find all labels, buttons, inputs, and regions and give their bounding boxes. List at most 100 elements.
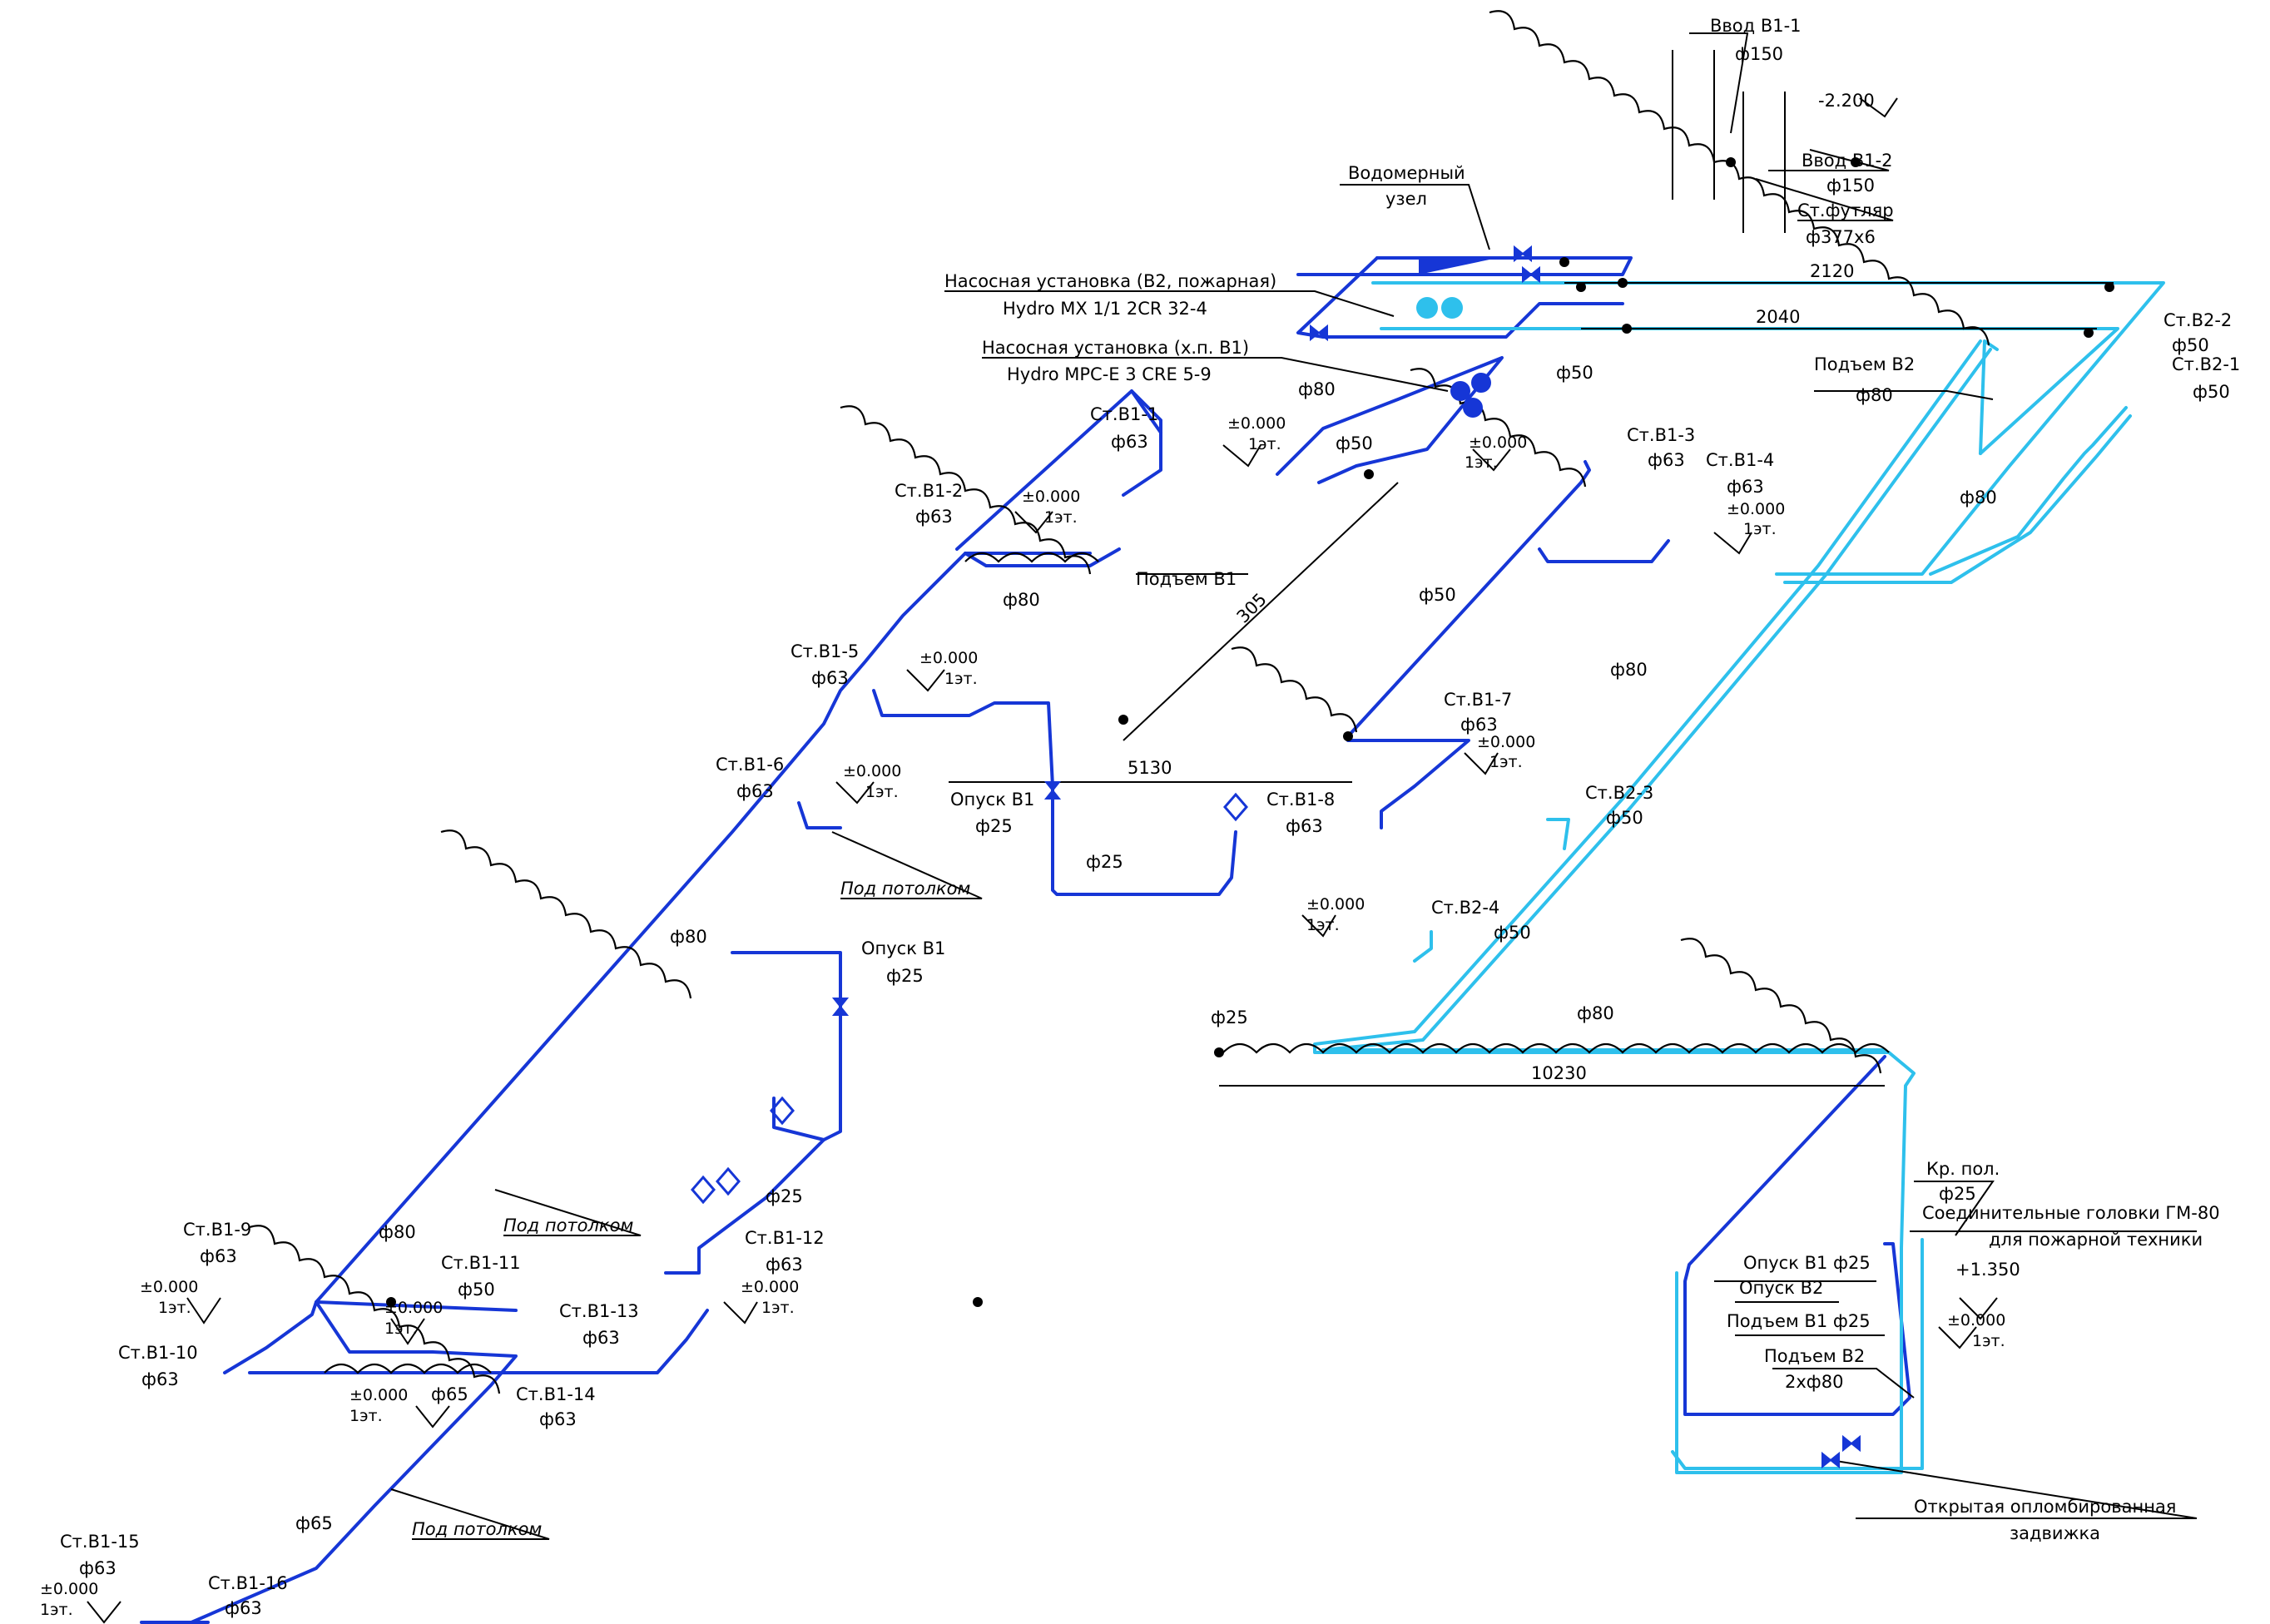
label-nasos-b2-2: Hydro MX 1/1 2CR 32-4 bbox=[1003, 299, 1207, 319]
level-mark bbox=[906, 669, 945, 692]
loops-b1-diag-2 bbox=[440, 829, 692, 999]
label-st-b1-13: Ст.В1-13 bbox=[559, 1301, 639, 1321]
label-nasos-b2-1: Насосная установка (В2, пожарная) bbox=[944, 271, 1276, 291]
label-diameter: ф50 bbox=[1336, 433, 1373, 453]
b2-st-b2-3 bbox=[1546, 818, 1570, 850]
label-level: ±0.000 bbox=[40, 1580, 98, 1598]
b1-pump-feed bbox=[1296, 256, 1633, 276]
dim-line-305 bbox=[1123, 482, 1399, 741]
water-meter-icon bbox=[1419, 260, 1489, 275]
node-dot bbox=[973, 1297, 983, 1307]
valve-icon bbox=[1514, 245, 1532, 263]
valve-icon bbox=[1821, 1451, 1840, 1469]
label-st-b1-10: Ст.В1-10 bbox=[118, 1343, 198, 1363]
label-diameter: ф80 bbox=[1298, 379, 1336, 399]
level-marks bbox=[87, 97, 1998, 1624]
b1-main-lower bbox=[190, 1300, 518, 1624]
label-diameter: ф25 bbox=[1211, 1008, 1248, 1027]
loops-b1-diag-1 bbox=[840, 405, 1092, 575]
label-level: ±0.000 bbox=[843, 762, 901, 780]
label-diameter: ф25 bbox=[766, 1186, 803, 1206]
label-floor: 1эт. bbox=[1972, 1332, 2005, 1350]
label-diameter: ф25 bbox=[975, 816, 1013, 836]
label-diameter: ф80 bbox=[1003, 590, 1040, 610]
b2-st-b2-1b bbox=[1783, 414, 2132, 584]
dimension-lines bbox=[390, 32, 2198, 1540]
leader-futlyar bbox=[1755, 178, 1894, 221]
label-diameter: ф25 bbox=[1939, 1184, 1976, 1204]
label-level: ±0.000 bbox=[1947, 1311, 2005, 1329]
node-dot bbox=[1343, 731, 1353, 741]
loops-b2-diag bbox=[1489, 10, 1990, 346]
level-mark bbox=[1938, 1326, 1977, 1349]
label-diameter: ф65 bbox=[431, 1384, 468, 1404]
label-st-b1-9: Ст.В1-9 bbox=[183, 1220, 251, 1240]
label-pod-potolkom: Под потолком bbox=[503, 1216, 633, 1235]
label-otkr-1: Открытая опломбированная bbox=[1914, 1497, 2176, 1517]
label-vodomer-2: узел bbox=[1385, 189, 1427, 209]
label-level: ±0.000 bbox=[1727, 500, 1785, 518]
label-diameter: ф63 bbox=[915, 507, 953, 527]
loops-b1-bottom bbox=[324, 1363, 492, 1374]
b1-main-riser bbox=[223, 552, 1092, 1374]
label-st-b1-14: Ст.В1-14 bbox=[516, 1384, 596, 1404]
label-diameter: ф63 bbox=[1648, 450, 1685, 470]
label-st-b2-3: Ст.В2-3 bbox=[1585, 783, 1653, 803]
label-st-b1-6: Ст.В1-6 bbox=[716, 755, 784, 775]
b1-bottom-right bbox=[1683, 1055, 1911, 1416]
label-level: ±0.000 bbox=[349, 1386, 408, 1404]
b2-riser-2 bbox=[1979, 339, 1999, 455]
label-diameter: ф50 bbox=[1419, 585, 1456, 605]
label-dim-2120: 2120 bbox=[1810, 261, 1854, 281]
label-vodomer-1: Водомерный bbox=[1348, 163, 1465, 183]
valve-icon bbox=[1842, 1434, 1861, 1453]
label-dim-5130: 5130 bbox=[1128, 758, 1172, 778]
loops-b1-main bbox=[964, 552, 1099, 563]
label-st-b1-5: Ст.В1-5 bbox=[791, 641, 859, 661]
label-diameter: ф63 bbox=[1460, 715, 1498, 735]
level-mark bbox=[835, 781, 875, 805]
label-level: ±0.000 bbox=[1306, 895, 1365, 914]
label-diameter: ф25 bbox=[886, 966, 924, 986]
leader-nasos-b1 bbox=[982, 357, 1449, 392]
label-kr-pol: Кр. пол. bbox=[1926, 1159, 2000, 1179]
label-pod-potolkom: Под потолком bbox=[840, 879, 970, 899]
label-level: ±0.000 bbox=[1022, 488, 1080, 506]
leader-kr-pol bbox=[1914, 1181, 1995, 1236]
node-dot bbox=[1364, 469, 1374, 479]
b1-pump-frame bbox=[1296, 256, 1624, 339]
label-diameter: ф50 bbox=[1494, 923, 1531, 943]
label-vvod-b1-2: Ввод В1-2 bbox=[1802, 151, 1893, 171]
b1-bottom-row bbox=[248, 1309, 709, 1374]
label-diameter: ф63 bbox=[1727, 477, 1764, 497]
label-diameter: ф80 bbox=[379, 1222, 416, 1242]
labels: Ввод В1-1 ф150 -2.200 Ввод В1-2 ф150 Ст.… bbox=[40, 16, 2240, 1619]
node-dot bbox=[2084, 328, 2094, 338]
label-vvod-b1-1: Ввод В1-1 bbox=[1710, 16, 1802, 36]
label-st-b1-1: Ст.В1-1 bbox=[1090, 404, 1158, 424]
b1-right-branch-2 bbox=[1538, 539, 1670, 563]
b1-branch-2 bbox=[964, 547, 1121, 567]
b2-top-header bbox=[1371, 281, 2165, 576]
node-dot bbox=[1559, 257, 1569, 267]
pump-icon bbox=[1441, 297, 1463, 319]
label-opusk-b1-d25: Опуск В1 ф25 bbox=[1743, 1253, 1871, 1273]
valve-icon bbox=[1522, 265, 1540, 284]
level-mark bbox=[1959, 1297, 1998, 1320]
label-level: ±0.000 bbox=[1477, 733, 1535, 751]
loops-b1-tail bbox=[249, 1225, 501, 1394]
b1-opusk-a bbox=[1051, 785, 1237, 896]
level-mark bbox=[1472, 448, 1511, 472]
label-diameter: ф63 bbox=[1111, 432, 1148, 452]
leader-pod-potolkom-2 bbox=[494, 1189, 642, 1236]
label-level: ±0.000 bbox=[1469, 433, 1527, 452]
label-otkr-2: задвижка bbox=[2010, 1523, 2100, 1543]
label-nasos-b1-2: Hydro MPC-E 3 CRE 5-9 bbox=[1007, 364, 1212, 384]
node-dot bbox=[1618, 278, 1628, 288]
label-diameter: ф80 bbox=[1577, 1003, 1614, 1023]
leader-pod-potolkom-1 bbox=[831, 831, 983, 899]
b2-bottom-right bbox=[1671, 1238, 1924, 1470]
label-diameter: ф80 bbox=[1960, 488, 1997, 508]
b2-main-diagonal-2 bbox=[1321, 348, 1992, 1052]
level-mark bbox=[415, 1405, 450, 1428]
